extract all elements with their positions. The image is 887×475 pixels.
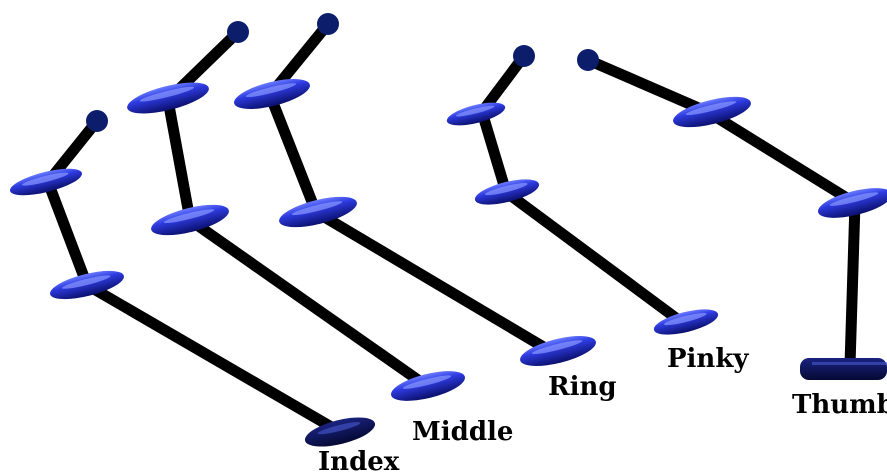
thumb-tip (577, 49, 599, 71)
index-joint-mcp (304, 417, 376, 447)
middle-joint-mcp (391, 371, 465, 401)
middle-joint-dip (127, 82, 209, 114)
thumb-base (800, 358, 887, 380)
middle-bone-proximal (184, 214, 434, 393)
pinky-bone-proximal (500, 186, 690, 330)
middle-bone-middle (162, 94, 196, 226)
ring-joint-dip (234, 79, 310, 109)
thumb-bone-middle (702, 106, 861, 209)
finger-index (10, 110, 376, 447)
middle-tip (227, 21, 249, 43)
pinky-bone-middle (476, 106, 512, 198)
thumb-joint-ip (673, 96, 751, 128)
label-middle: Middle (412, 417, 513, 447)
finger-middle (127, 21, 465, 401)
label-thumb: Thumb (792, 390, 887, 420)
ring-bone-proximal (310, 206, 563, 361)
index-tip (86, 110, 108, 132)
pinky-tip (513, 45, 535, 67)
ring-joint-pip (279, 196, 357, 228)
thumb-bones (582, 54, 861, 371)
pinky-joint-mcp (653, 309, 719, 335)
pinky-bones (476, 50, 690, 330)
finger-pinky (446, 45, 719, 335)
label-ring: Ring (548, 372, 617, 402)
pinky-joint-dip (446, 102, 506, 126)
middle-joint-pip (151, 204, 229, 236)
ring-joint-mcp (520, 336, 596, 366)
index-joint-dip (10, 168, 82, 196)
thumb-joint-mcp (818, 188, 887, 218)
index-joint-pip (50, 270, 124, 300)
label-pinky: Pinky (667, 344, 749, 374)
label-index: Index (318, 447, 400, 475)
thumb-bone-distal (582, 54, 714, 118)
pinky-bone-distal (476, 50, 530, 118)
ring-tip (317, 13, 339, 35)
index-bone-middle (42, 176, 93, 291)
pinky-joint-pip (474, 179, 540, 205)
finger-thumb (577, 49, 887, 380)
ring-bone-middle (264, 89, 322, 218)
index-bone-proximal (81, 279, 346, 438)
finger-ring (234, 13, 596, 366)
thumb-bone-proximal (844, 197, 861, 371)
